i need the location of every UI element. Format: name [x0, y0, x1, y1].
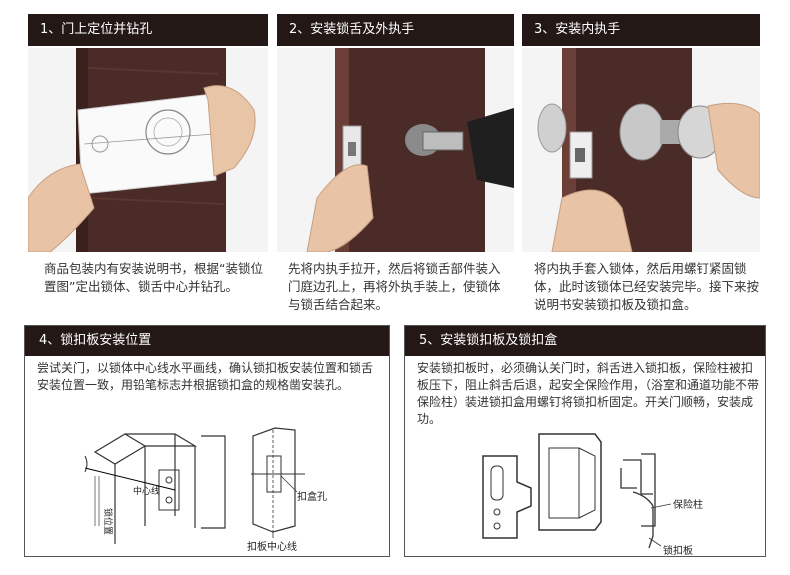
- label-strike-plate: 锁扣板: [663, 544, 693, 556]
- step1-title: 1、门上定位并钻孔: [28, 14, 268, 46]
- step3-photo: [522, 48, 760, 252]
- step5-title: 5、安装锁扣板及锁扣盒: [405, 326, 765, 356]
- step2-photo: [277, 48, 514, 252]
- step5-diagram: 保险柱 锁扣板: [482, 433, 703, 556]
- step4-box: 4、锁扣板安装位置 尝试关门，以锁体中心线水平画线，确认锁扣板安装位置和锁舌安装…: [24, 325, 390, 557]
- step4-diagram: 锁位置 中心线 扣盒孔 扣板中心线: [84, 427, 327, 553]
- step3-description: 将内执手套入锁体，然后用螺钉紧固锁体，此时该锁体已经安装完毕。接下来按说明书安装…: [534, 261, 760, 312]
- step2-title: 2、安装锁舌及外执手: [277, 14, 514, 46]
- label-box-hole: 扣盒孔: [297, 490, 327, 503]
- label-plate-center-line: 扣板中心线: [247, 540, 297, 553]
- step5-box: 5、安装锁扣板及锁扣盒 安装锁扣板时，必须确认关门时，斜舌进入锁扣板，保险柱被扣…: [404, 325, 766, 557]
- step5-description: 安装锁扣板时，必须确认关门时，斜舌进入锁扣板，保险柱被扣板压下，阻止斜舌后退，起…: [417, 361, 760, 426]
- step1-photo: [28, 48, 268, 252]
- step4-title: 4、锁扣板安装位置: [25, 326, 389, 356]
- step4-description: 尝试关门，以锁体中心线水平画线，确认锁扣板安装位置和锁舌安装位置一致，用铅笔标志…: [37, 361, 374, 392]
- label-center-line: 中心线: [133, 485, 160, 497]
- label-lock-position: 锁位置: [102, 508, 114, 535]
- step2-description: 先将内执手拉开，然后将锁舌部件装入门庭边孔上，再将外执手装上，使锁体与锁舌结合起…: [288, 261, 501, 312]
- step3-title: 3、安装内执手: [522, 14, 760, 46]
- step1-description: 商品包装内有安装说明书，根据“装锁位置图”定出锁体、锁舌中心并钻孔。: [44, 261, 263, 294]
- label-safety-pin: 保险柱: [673, 498, 703, 511]
